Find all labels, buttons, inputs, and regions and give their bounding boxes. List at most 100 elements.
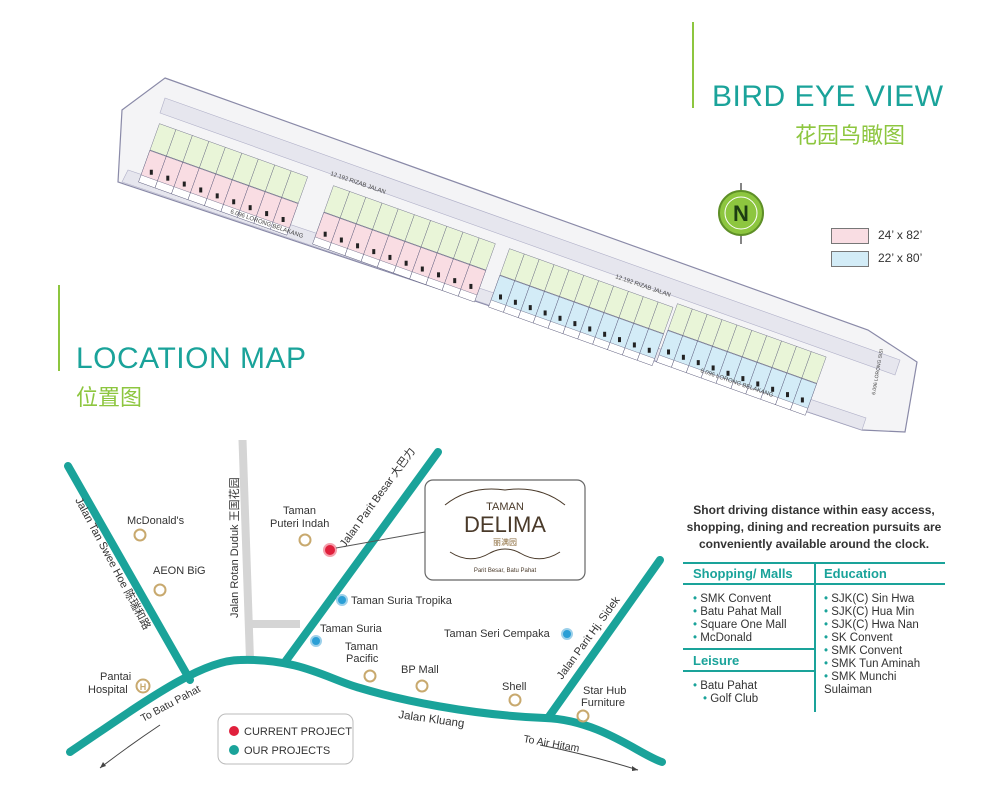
house-door (388, 254, 392, 260)
house-door (404, 260, 408, 266)
shopping-item: Square One Mall (693, 619, 786, 632)
leisure-item: Batu Pahat (693, 680, 758, 693)
label-puteri-2: Puteri Indah (270, 518, 329, 530)
house-door (339, 237, 343, 243)
marker-shell (508, 693, 522, 707)
house-door (588, 326, 592, 332)
leisure-item-cont: Golf Club (693, 693, 758, 706)
marker-seri-cempaka (561, 628, 573, 640)
label-shell: Shell (502, 681, 526, 693)
label-to-air-hitam: To Air Hitam (522, 733, 580, 755)
map-legend: CURRENT PROJECT OUR PROJECTS (217, 713, 354, 765)
leisure-list: Batu Pahat Golf Club (693, 680, 758, 706)
shopping-item: SMK Convent (693, 593, 787, 606)
table-divider (814, 562, 816, 712)
house-door (166, 175, 170, 181)
house-door (726, 370, 730, 376)
amenities-table: Shopping/ Malls SMK Convent Batu Pahat M… (683, 562, 945, 712)
label-suria-tropika: Taman Suria Tropika (351, 595, 453, 607)
legend-ours-dot (229, 745, 239, 755)
label-pantai-2: Hospital (88, 684, 128, 696)
house-door (199, 187, 203, 193)
upper-lot (469, 237, 496, 271)
education-item: SMK Tun Aminah (824, 658, 945, 671)
house (792, 378, 817, 409)
label-suria: Taman Suria (320, 623, 383, 635)
info-intro-line-2: shopping, dining and recreation pursuits… (686, 520, 942, 534)
house-door (513, 299, 517, 305)
grey-road-rotan-duduk (238, 440, 300, 661)
house-door (323, 231, 327, 237)
house-door (215, 193, 219, 199)
shopping-item: McDonald (693, 632, 787, 645)
house-door (681, 354, 685, 360)
road-parit-sidek (544, 556, 664, 722)
bird-eye-subtitle: 花园鸟瞰图 (795, 124, 906, 149)
logo-line-2: DELIMA (464, 512, 546, 537)
hospital-icon: H (135, 678, 151, 694)
label-pantai-1: Pantai (100, 671, 131, 683)
legend-label-blue: 22’ x 80’ (878, 251, 923, 265)
legend-swatch-blue (831, 251, 869, 267)
legend-current-dot (229, 726, 239, 736)
callout-line (335, 531, 426, 549)
house-door (453, 278, 457, 284)
house-door (632, 342, 636, 348)
north-arrow-icon: N (718, 183, 764, 244)
house (460, 264, 486, 296)
education-item: SJK(C) Hwa Nan (824, 619, 945, 632)
north-label: N (733, 201, 749, 226)
house-door (711, 365, 715, 371)
house-door (182, 181, 186, 187)
legend-ours-label: OUR PROJECTS (244, 745, 330, 757)
house-door (281, 216, 285, 222)
house (272, 197, 299, 229)
arrow-to-batu-pahat (99, 724, 161, 769)
label-aeon: AEON BiG (153, 565, 206, 577)
label-star-hub-1: Star Hub (583, 685, 626, 697)
house-door (248, 205, 252, 211)
marker-suria-tropika (336, 594, 348, 606)
education-item: SJK(C) Hua Min (824, 606, 945, 619)
upper-lot (281, 170, 308, 204)
location-accent-bar (58, 285, 60, 371)
upper-lot (801, 351, 827, 384)
marker-bp-mall (415, 679, 429, 693)
road-kluang (66, 655, 666, 766)
marker-puteri-indah (298, 533, 312, 547)
house-door (696, 360, 700, 366)
house-door (573, 321, 577, 327)
shopping-item: Batu Pahat Mall (693, 606, 787, 619)
info-intro-line-3: conveniently available around the clock. (698, 537, 930, 551)
info-intro-line-1: Short driving distance within easy acces… (693, 503, 935, 517)
legend-label-pink: 24’ x 82’ (878, 228, 923, 242)
house-door (469, 283, 473, 289)
house-door (437, 272, 441, 278)
marker-suria (310, 635, 322, 647)
label-seri-cempaka: Taman Seri Cempaka (444, 628, 551, 640)
education-item: SK Convent (824, 632, 945, 645)
front-road (159, 97, 901, 376)
upper-lot (648, 301, 674, 334)
taman-delima-logo: TAMAN DELIMA 丽满园 Parit Besar, Batu Pahat (424, 479, 586, 581)
label-puteri-1: Taman (283, 505, 316, 517)
label-pacific-2: Pacific (346, 653, 379, 665)
house-door (149, 169, 153, 175)
education-title: Education (824, 566, 887, 581)
logo-line-3: 丽满园 (493, 537, 517, 547)
education-item: SMK Convent (824, 645, 945, 658)
label-pacific-1: Taman (345, 641, 378, 653)
road-tan-swee-hoe (64, 462, 194, 684)
bird-eye-accent-bar (692, 22, 694, 108)
road-parit-besar (281, 448, 442, 666)
house-door (232, 199, 236, 205)
house-door (756, 381, 760, 387)
site-plan: 12.192 RIZAB JALAN 6.096 LORONG BELAKANG… (117, 77, 918, 433)
house-door (528, 305, 532, 311)
marker-star-hub (576, 709, 590, 723)
arrow-to-air-hitam (539, 744, 639, 771)
shopping-title: Shopping/ Malls (693, 566, 793, 581)
marker-aeon (153, 583, 167, 597)
label-mcdonalds: McDonald's (127, 515, 185, 527)
house (639, 328, 664, 359)
